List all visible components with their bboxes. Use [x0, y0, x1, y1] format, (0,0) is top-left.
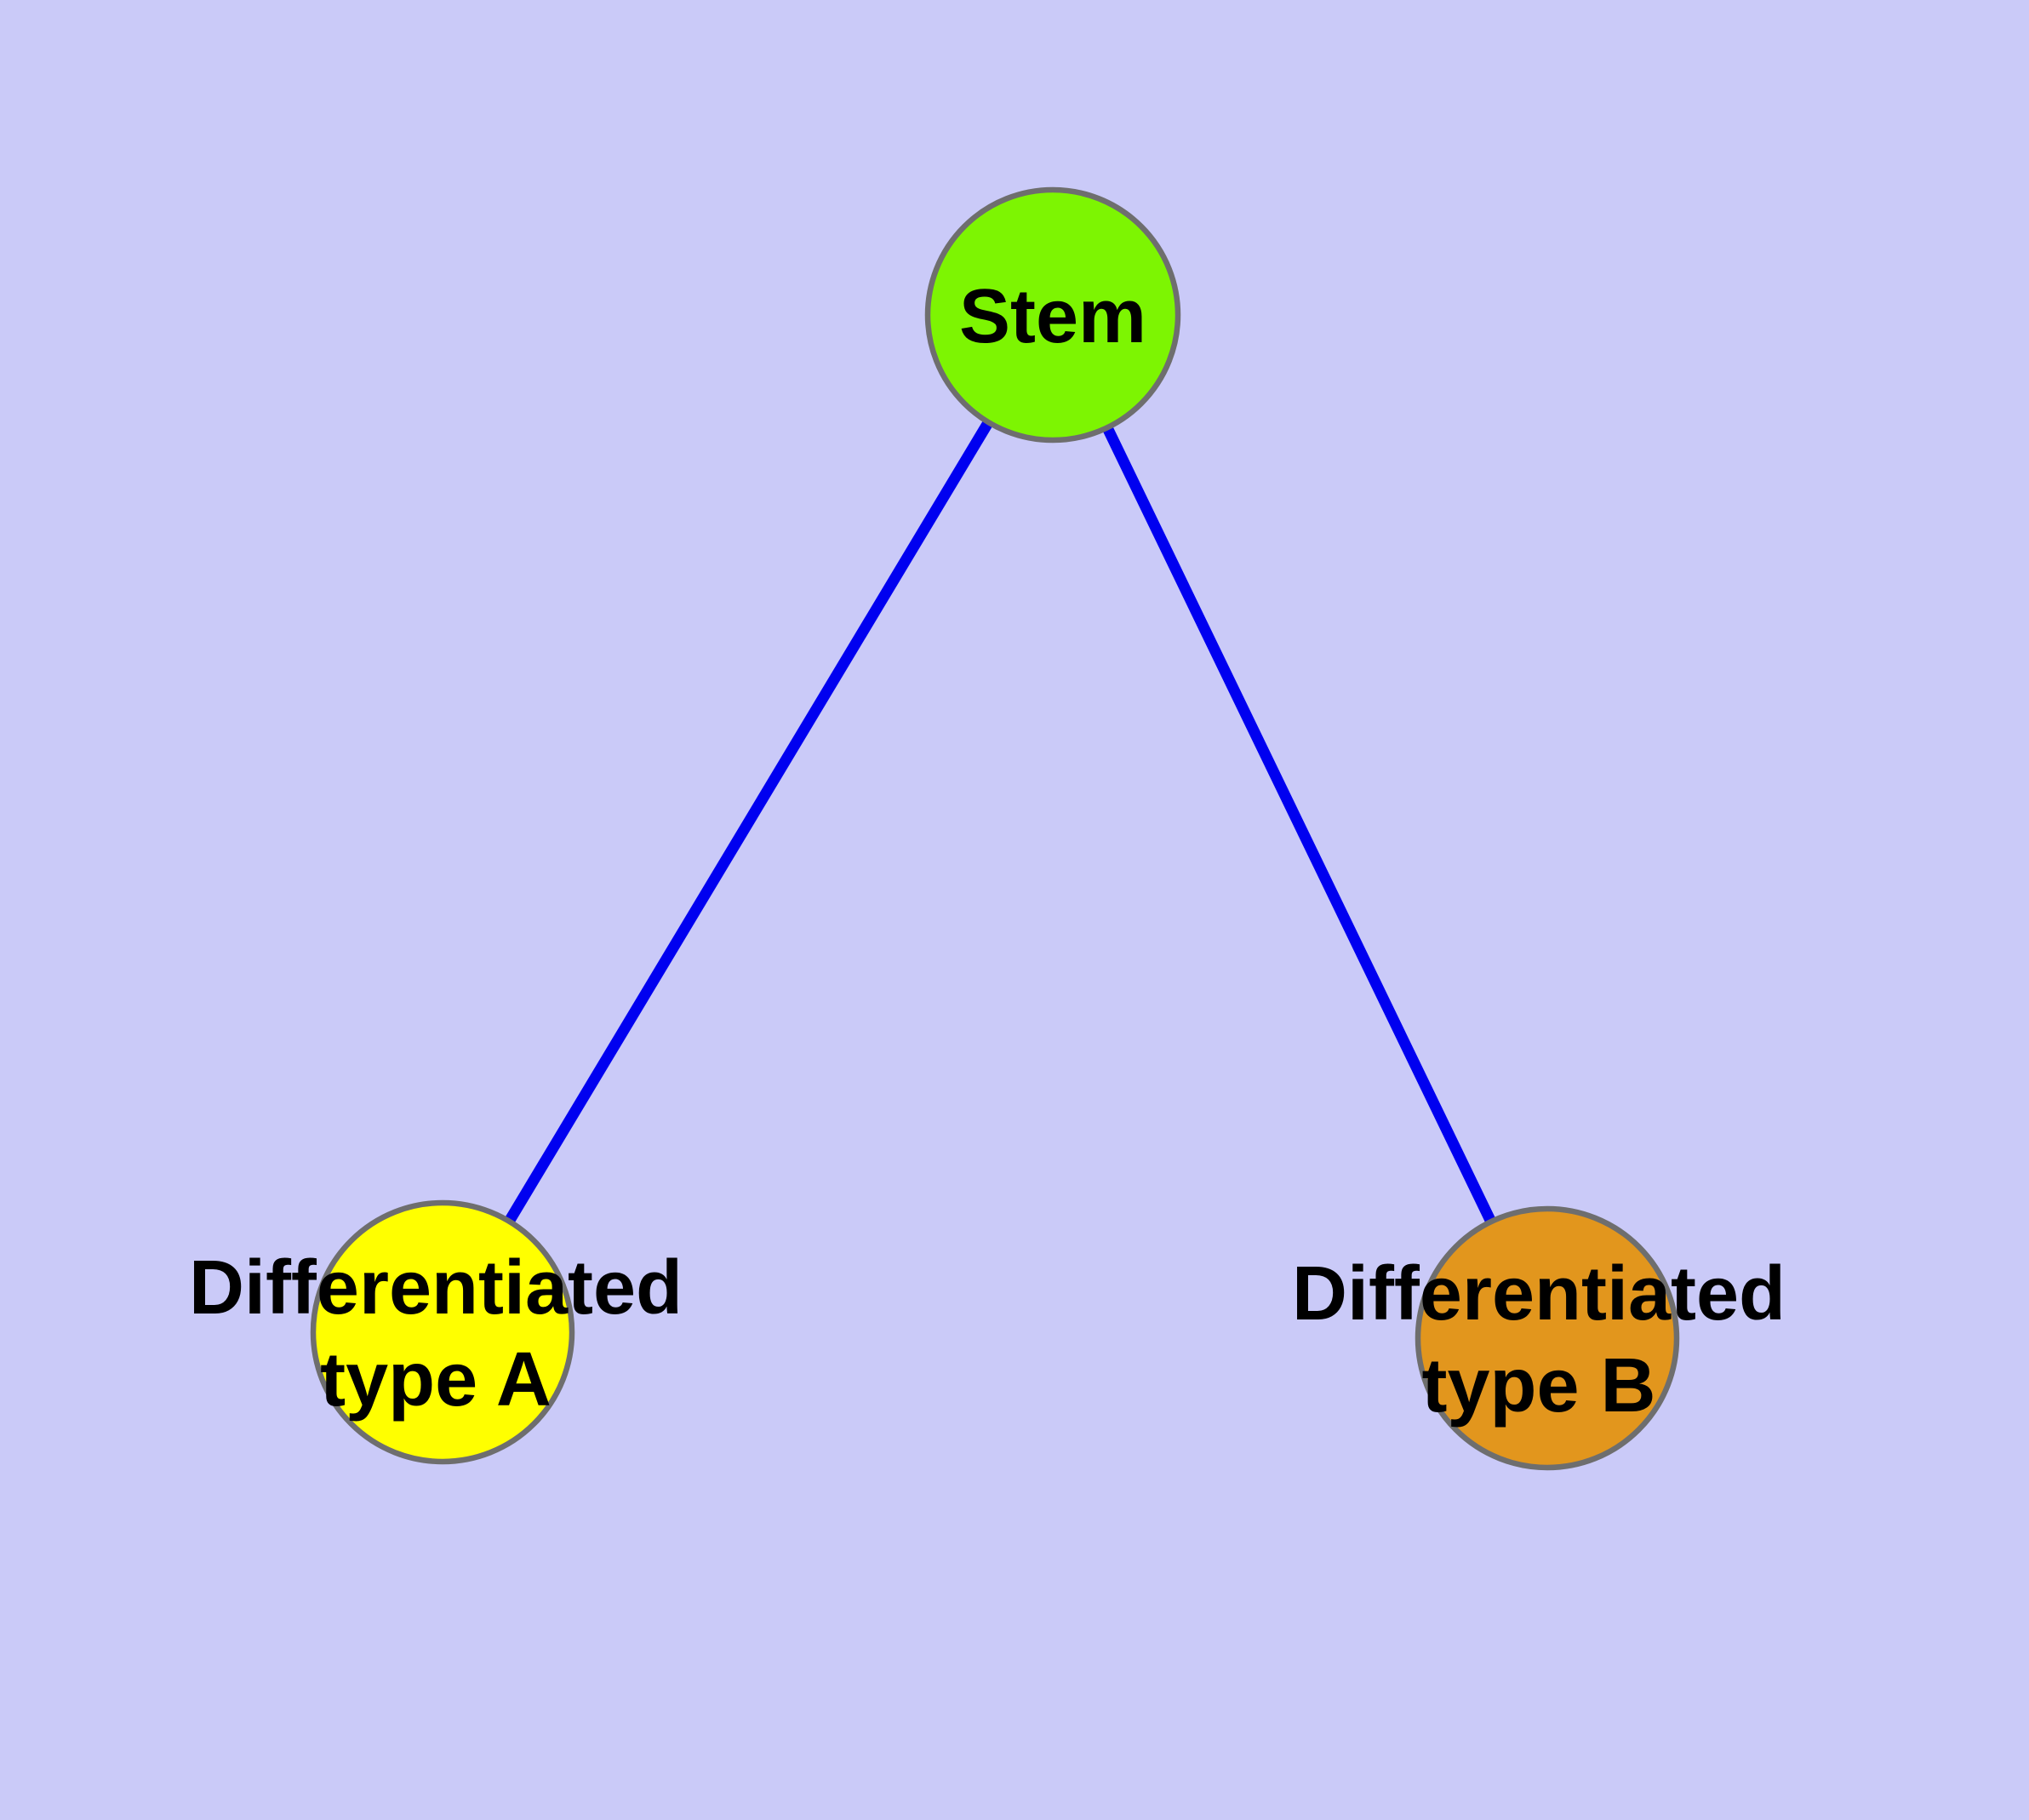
node-stem-circle: [924, 186, 1181, 444]
node-type-b-circle: [1415, 1205, 1680, 1471]
node-type-a-label-line1: Differentiated: [189, 1245, 683, 1331]
edge-stem-to-type-a-icon: [437, 312, 1058, 1336]
node-type-a-circle: [310, 1199, 575, 1465]
node-stem-label: Stem: [959, 274, 1146, 359]
node-type-b-label-line2: type B: [1421, 1343, 1655, 1428]
node-type-a-label-line2: type A: [320, 1337, 552, 1422]
edge-stem-to-type-b-icon: [1048, 312, 1552, 1341]
node-type-b-label-line1: Differentiated: [1292, 1251, 1786, 1336]
